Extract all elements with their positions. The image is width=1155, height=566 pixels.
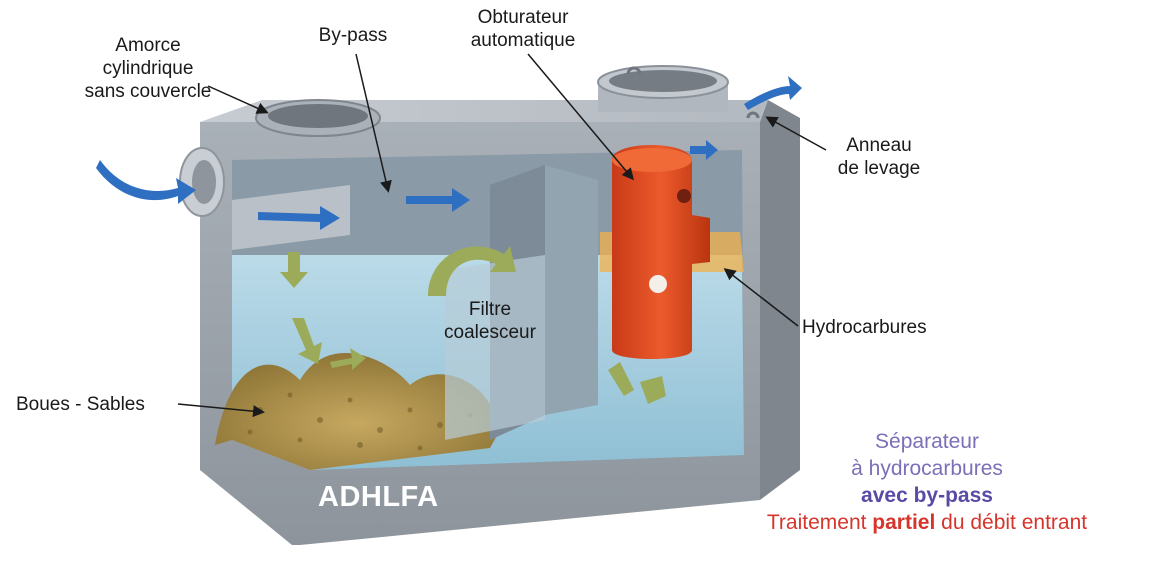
label-obturateur-line-2: automatique [470, 30, 576, 51]
bypass-flow-arrow-icon [406, 188, 470, 212]
leader-anneau [765, 116, 827, 151]
outlet-rise-arrow-icon [608, 362, 634, 396]
caption-line-3: avec by-pass [861, 484, 993, 507]
label-hydrocarbures: Hydrocarbures [802, 317, 927, 338]
label-amorce-line-1: Amorce [115, 35, 181, 56]
sludge-deposit [215, 352, 500, 470]
label-anneau: Anneau de levage [814, 134, 944, 180]
leader-boues [177, 403, 265, 418]
caption-line-2: à hydrocarbures [851, 457, 1003, 480]
sludge-arrow-icon [292, 318, 322, 364]
leader-obturateur [527, 53, 634, 181]
leader-hydrocarbures [723, 268, 799, 327]
automatic-shutter-float [649, 275, 667, 293]
label-amorce-line-3: sans couvercle [84, 81, 212, 102]
leader-bypass [355, 53, 392, 193]
label-amorce: Amorce cylindrique sans couvercle [64, 34, 232, 103]
automatic-shutter-top [612, 148, 692, 172]
label-anneau-line-2: de levage [837, 158, 921, 179]
label-filtre-line-2: coalesceur [444, 322, 536, 343]
label-filtre: Filtre coalesceur [420, 298, 560, 344]
label-obturateur: Obturateur automatique [438, 6, 608, 52]
filter-entry-arrow-icon [428, 246, 516, 296]
outlet-arrow-icon [690, 140, 718, 160]
outflow-arrow-icon [744, 76, 802, 110]
internal-flow-arrows [280, 246, 666, 404]
caption-line-4-post: du débit entrant [935, 511, 1088, 534]
automatic-shutter-hole [677, 189, 691, 203]
caption-line-4-bold: partiel [872, 511, 936, 534]
flow-arrows [96, 76, 802, 230]
cylinder-right-hole [609, 70, 717, 92]
outlet-rise-arrow-2-icon [640, 376, 666, 404]
filter-front [545, 165, 598, 415]
leader-amorce [207, 85, 269, 114]
cylinder-left-hole [268, 104, 368, 128]
brand-name: ADHLFA [318, 481, 439, 513]
label-filtre-line-1: Filtre [468, 299, 512, 320]
filter-body [445, 255, 545, 440]
caption: Séparateur à hydrocarbures avec by-pass … [717, 428, 1137, 536]
inflow-arrow-icon [96, 160, 196, 204]
label-boues: Boues - Sables [16, 394, 145, 415]
caption-line-4: Traitement partiel du débit entrant [717, 509, 1137, 536]
lifting-ring [626, 66, 642, 75]
caption-line-4-pre: Traitement [766, 511, 873, 534]
caption-line-1: Séparateur [875, 430, 979, 453]
leader-lines [177, 53, 827, 418]
inlet-flow-arrow-icon [258, 206, 340, 230]
label-obturateur-line-1: Obturateur [477, 7, 569, 28]
tank-right-side [760, 100, 800, 500]
label-amorce-line-2: cylindrique [102, 58, 194, 79]
lifting-ring-right [746, 111, 760, 119]
settling-arrow-icon [280, 252, 308, 288]
label-anneau-line-1: Anneau [846, 135, 912, 156]
label-bypass: By-pass [318, 25, 388, 46]
inlet-pipe-bore [192, 160, 216, 204]
rising-arrow-icon [330, 348, 366, 370]
